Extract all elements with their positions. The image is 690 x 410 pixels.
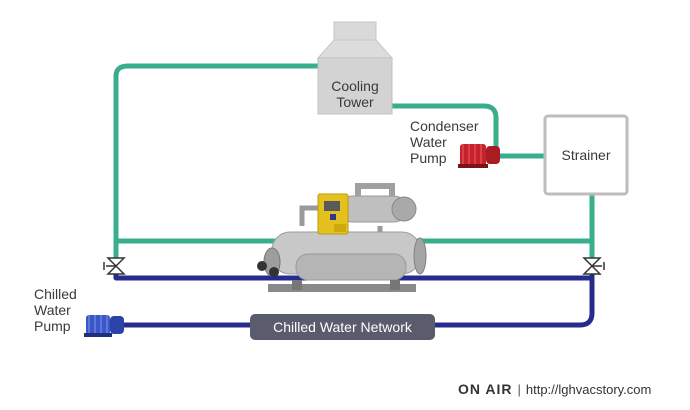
strainer-label: Strainer [561, 147, 611, 163]
condenser-pump-icon [458, 144, 500, 168]
footer-separator: | [517, 382, 521, 397]
footer: ON AIR | http://lghvacstory.com [458, 381, 651, 397]
chilled-pump-icon [84, 315, 124, 337]
valve-left-icon [103, 257, 126, 275]
cooling-tower-icon [316, 21, 394, 115]
brand-logo: ON AIR [458, 381, 513, 397]
footer-url-link[interactable]: http://lghvacstory.com [525, 382, 652, 397]
condenser-pump-label: Condenser Water Pump [410, 118, 479, 166]
valve-right-icon [582, 257, 605, 275]
chilled-pump-label: Chilled Water Pump [34, 286, 77, 334]
chiller-unit-icon [257, 183, 427, 292]
cooling-tower-label: Cooling Tower [331, 78, 379, 110]
strainer-box [543, 114, 629, 196]
chilled-water-network-label: Chilled Water Network [250, 314, 435, 340]
